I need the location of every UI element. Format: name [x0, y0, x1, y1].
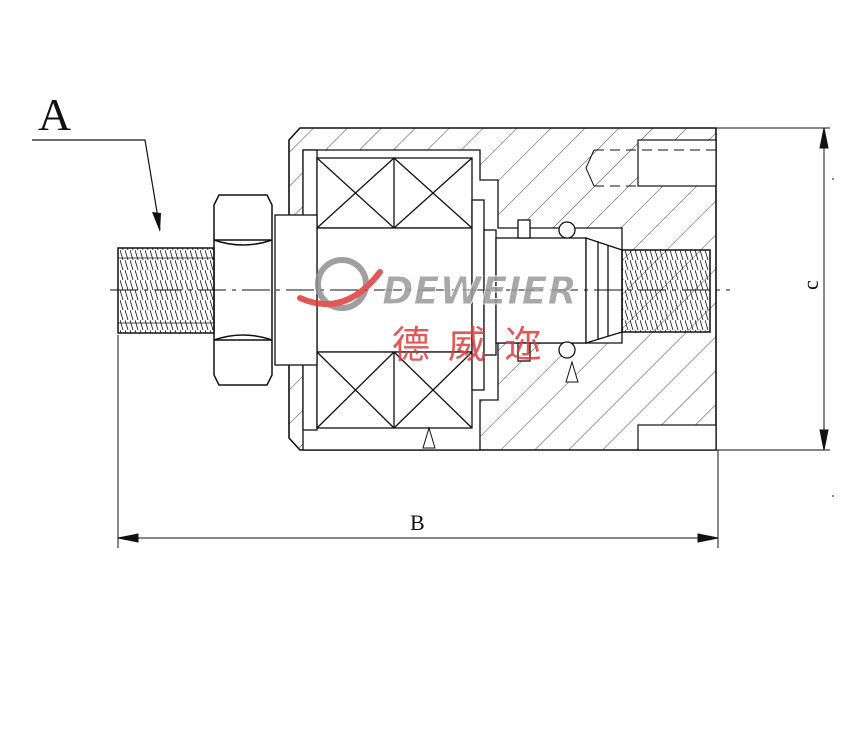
watermark-logo: DEWEIER 德威迩	[297, 257, 577, 367]
dimension-b: B	[117, 335, 719, 548]
watermark-chinese: 德威迩	[392, 323, 560, 367]
label-a: A	[38, 89, 71, 140]
logo-swoosh-icon	[297, 257, 383, 311]
threaded-stud-right	[621, 249, 711, 333]
dimension-a: A	[32, 89, 161, 232]
dimension-c: c	[716, 127, 834, 497]
watermark-brand: DEWEIER	[382, 269, 577, 313]
label-c: c	[798, 280, 823, 290]
section-markers	[422, 360, 579, 449]
label-b: B	[410, 510, 425, 535]
